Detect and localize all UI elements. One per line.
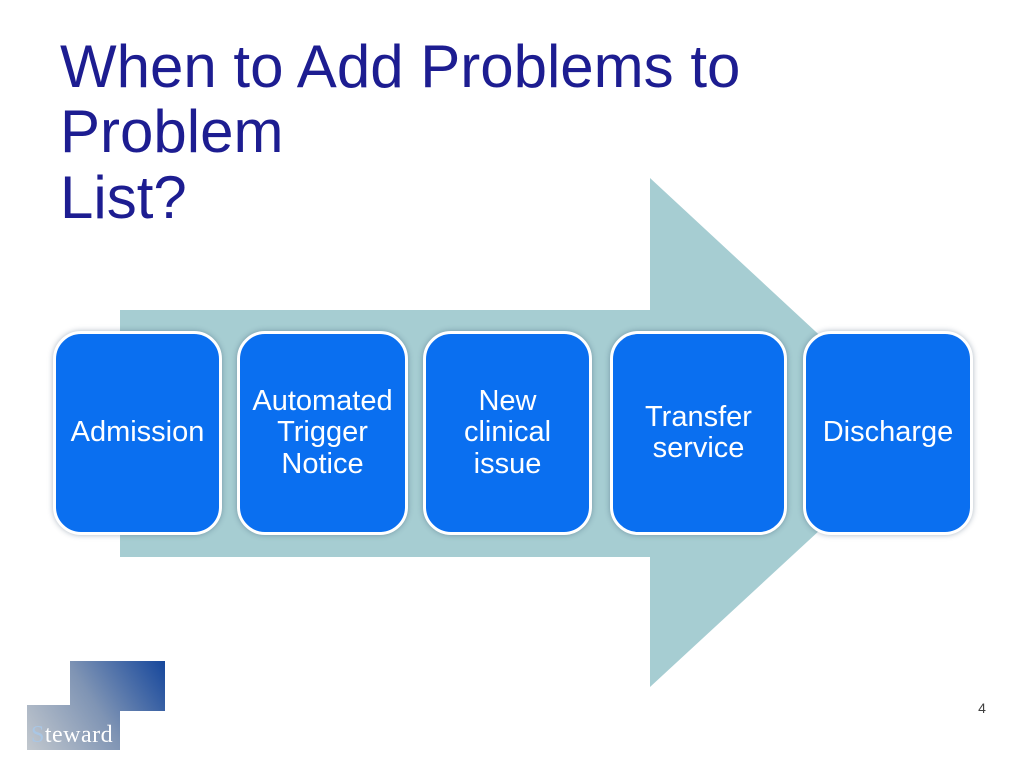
step-box-discharge: Discharge bbox=[803, 331, 973, 535]
step-box-transfer-service: Transfer service bbox=[610, 331, 787, 535]
page-number: 4 bbox=[978, 700, 986, 716]
steward-logo-shape bbox=[27, 661, 165, 750]
step-box-admission: Admission bbox=[53, 331, 222, 535]
step-box-automated-trigger-notice: Automated Trigger Notice bbox=[237, 331, 408, 535]
steward-logo-rest: teward bbox=[44, 722, 114, 748]
steward-logo bbox=[27, 661, 165, 750]
steward-logo-initial: S bbox=[31, 722, 45, 748]
steward-logo-wordmark: Steward bbox=[31, 723, 113, 747]
slide-title-line-1: When to Add Problems to Problem bbox=[60, 33, 741, 166]
slide-title: When to Add Problems to Problem List? bbox=[60, 34, 980, 230]
step-box-new-clinical-issue: New clinical issue bbox=[423, 331, 592, 535]
slide-title-line-2: List? bbox=[60, 163, 187, 231]
